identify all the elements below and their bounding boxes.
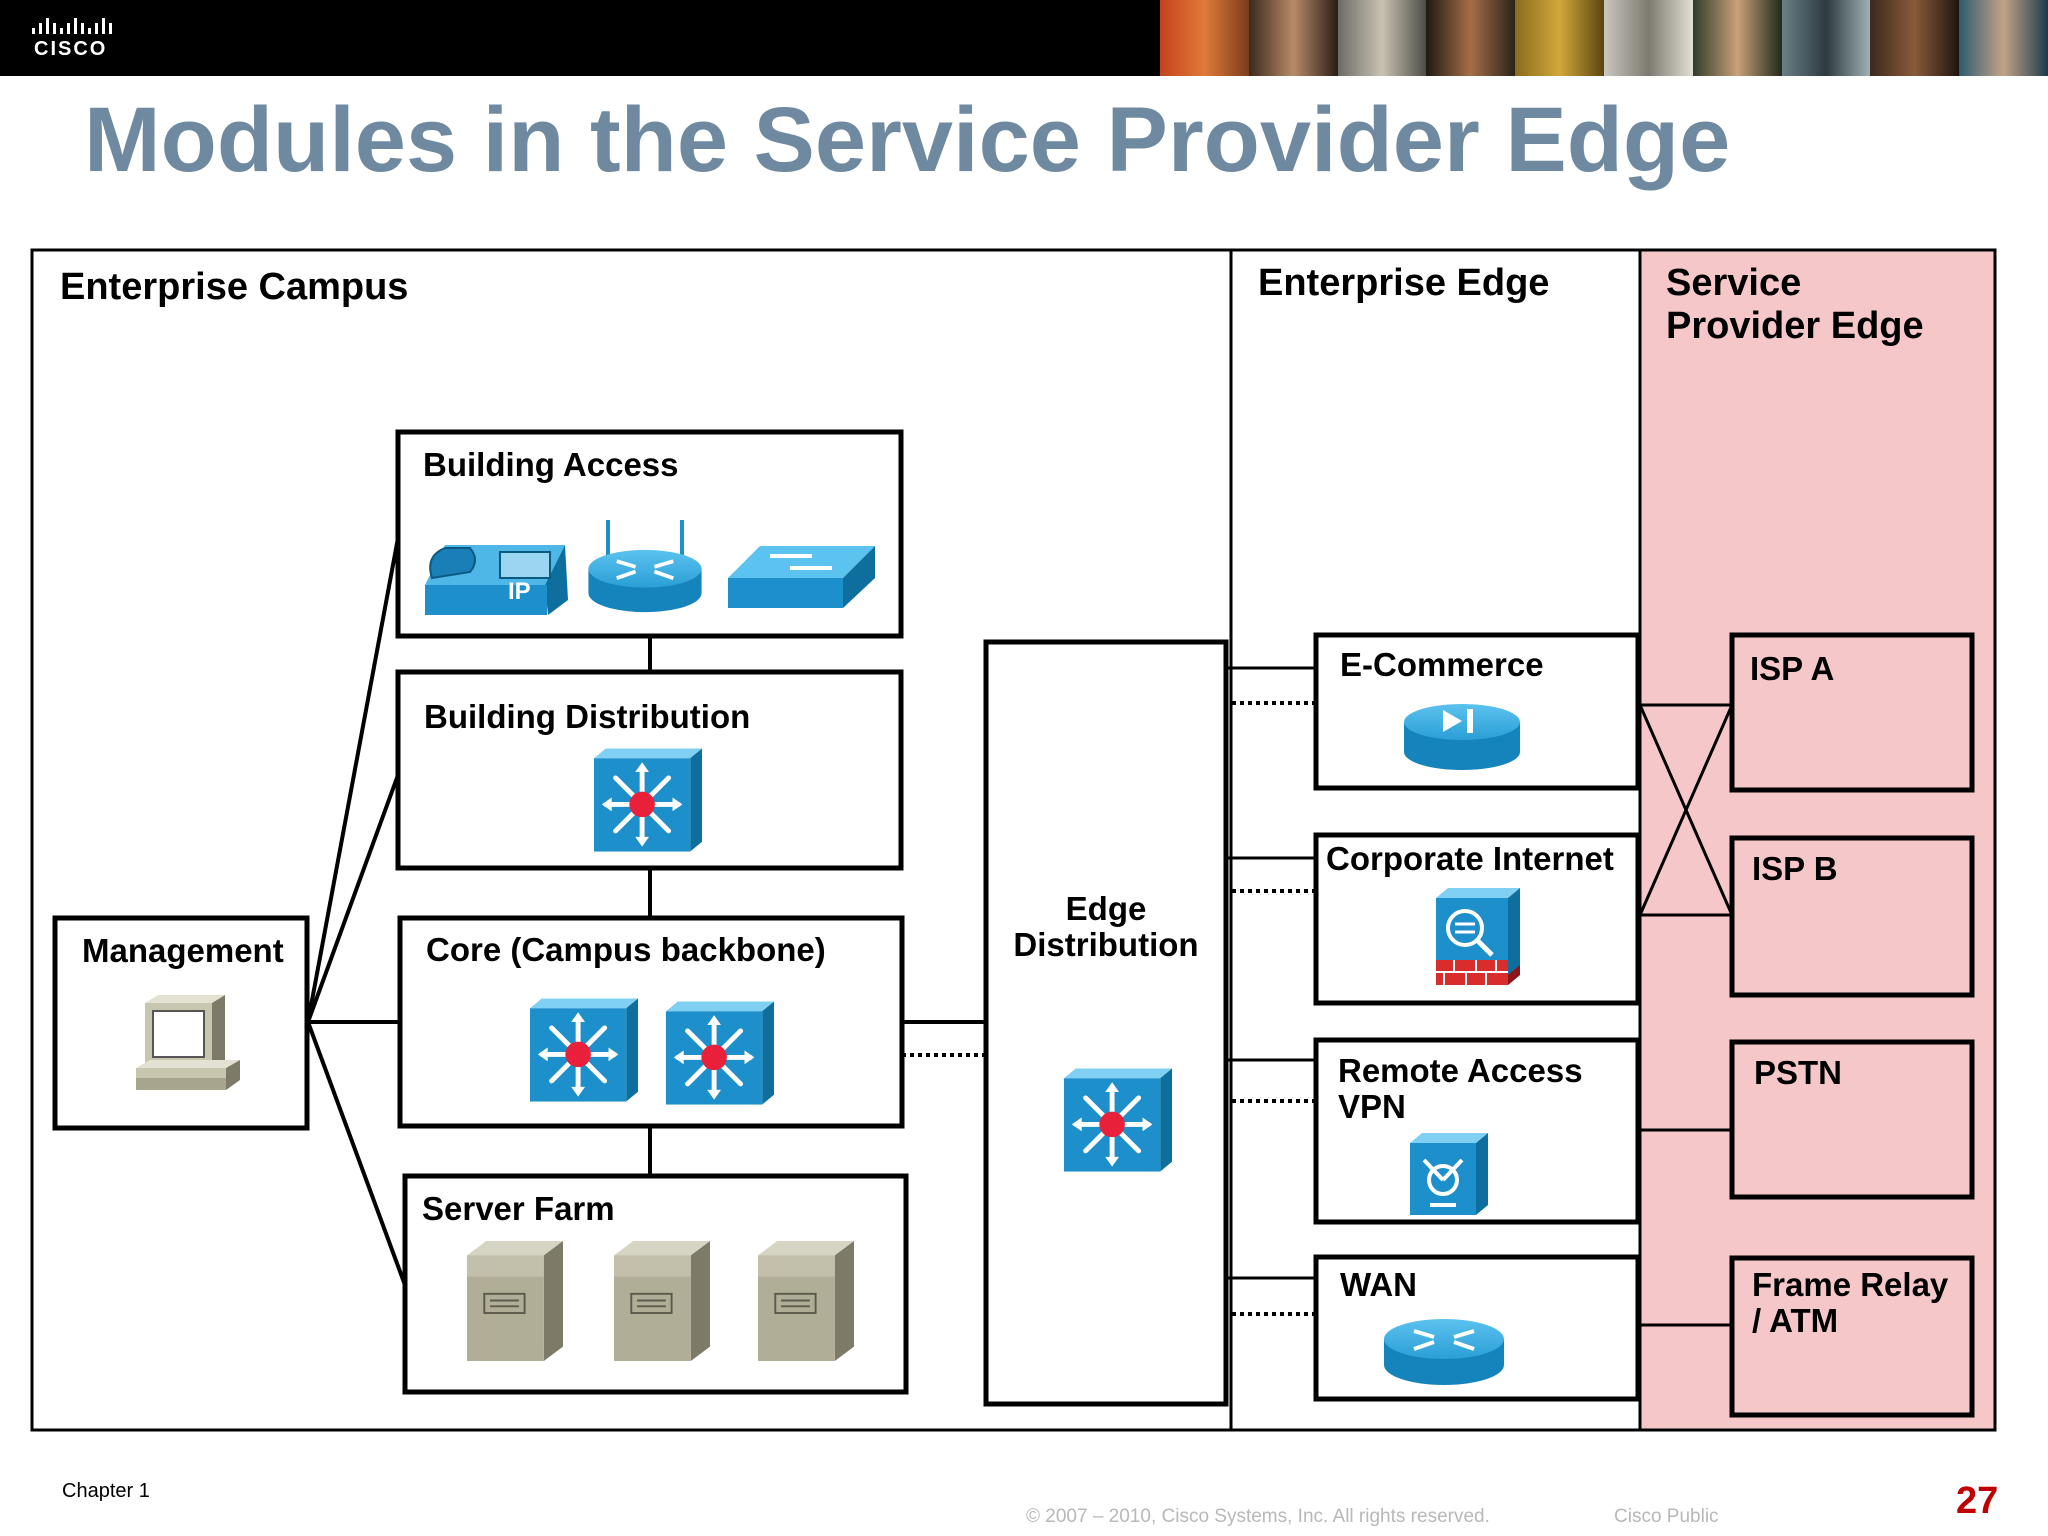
content-engine-icon	[1404, 704, 1520, 770]
campus-links	[306, 537, 986, 1286]
ip-phone-icon: IP	[425, 545, 568, 615]
outer-frame	[30, 248, 1997, 1432]
header-photo-strip	[1160, 0, 2048, 76]
cisco-logo-text: CISCO	[34, 38, 108, 60]
page-number: 27	[1956, 1480, 1999, 1522]
building-distribution-label: Building Distribution	[424, 698, 751, 735]
isp-a-box	[1729, 632, 1975, 793]
ecommerce-label: E-Commerce	[1340, 646, 1544, 683]
corporate-internet-label: Corporate Internet	[1326, 840, 1614, 877]
edge-redundant-links	[1232, 701, 1316, 1316]
isp-a-label: ISP A	[1750, 650, 1835, 687]
slide-title: Modules in the Service Provider Edge	[84, 89, 1731, 191]
multilayer-switch-icon	[530, 998, 638, 1101]
core-box	[397, 915, 905, 1129]
wan-label: WAN	[1340, 1266, 1417, 1303]
edge-distribution-label-line1: Edge	[1065, 890, 1147, 927]
pc-icon	[136, 995, 240, 1090]
wireless-router-icon	[588, 520, 702, 614]
workgroup-switch-icon	[728, 546, 875, 608]
sp-links	[1638, 703, 1734, 1327]
core-label: Core (Campus backbone)	[426, 931, 826, 968]
svg-text:IP: IP	[508, 578, 531, 605]
isp-b-label: ISP B	[1752, 850, 1838, 887]
remote-access-label-line1: Remote Access	[1338, 1052, 1583, 1089]
remote-access-label-line2: VPN	[1338, 1088, 1406, 1125]
multilayer-switch-icon	[666, 1001, 774, 1104]
enterprise-edge-label: Enterprise Edge	[1258, 262, 1550, 304]
pstn-box	[1729, 1039, 1975, 1200]
frame-relay-atm-box	[1729, 1255, 1975, 1418]
enterprise-campus-label: Enterprise Campus	[60, 266, 409, 308]
vpn-concentrator-icon	[1410, 1133, 1488, 1215]
edge-distribution-box	[983, 639, 1229, 1407]
building-access-label: Building Access	[423, 446, 679, 483]
edge-links	[1226, 666, 1316, 1280]
frame-relay-label-line2: / ATM	[1752, 1302, 1839, 1339]
edge-distribution-label-line2: Distribution	[1013, 926, 1199, 963]
cisco-logo-icon	[32, 18, 112, 34]
multilayer-switch-icon	[594, 748, 702, 851]
footer-classification: Cisco Public	[1614, 1506, 1719, 1527]
pstn-label: PSTN	[1754, 1054, 1843, 1091]
service-provider-edge-label-line1: Service	[1666, 262, 1802, 304]
server-icon	[467, 1240, 563, 1362]
server-farm-label: Server Farm	[422, 1190, 615, 1227]
isp-b-box	[1729, 835, 1975, 998]
multilayer-switch-icon	[1064, 1068, 1172, 1171]
router-icon	[1384, 1317, 1504, 1387]
frame-relay-label-line1: Frame Relay	[1752, 1266, 1949, 1303]
service-provider-edge-label-line2: Provider Edge	[1666, 305, 1924, 347]
management-label: Management	[82, 932, 284, 969]
footer-copyright: © 2007 – 2010, Cisco Systems, Inc. All r…	[1026, 1506, 1490, 1527]
footer-chapter: Chapter 1	[62, 1480, 150, 1502]
firewall-icon	[1436, 888, 1520, 985]
server-icon	[758, 1240, 854, 1362]
server-icon	[614, 1240, 710, 1362]
